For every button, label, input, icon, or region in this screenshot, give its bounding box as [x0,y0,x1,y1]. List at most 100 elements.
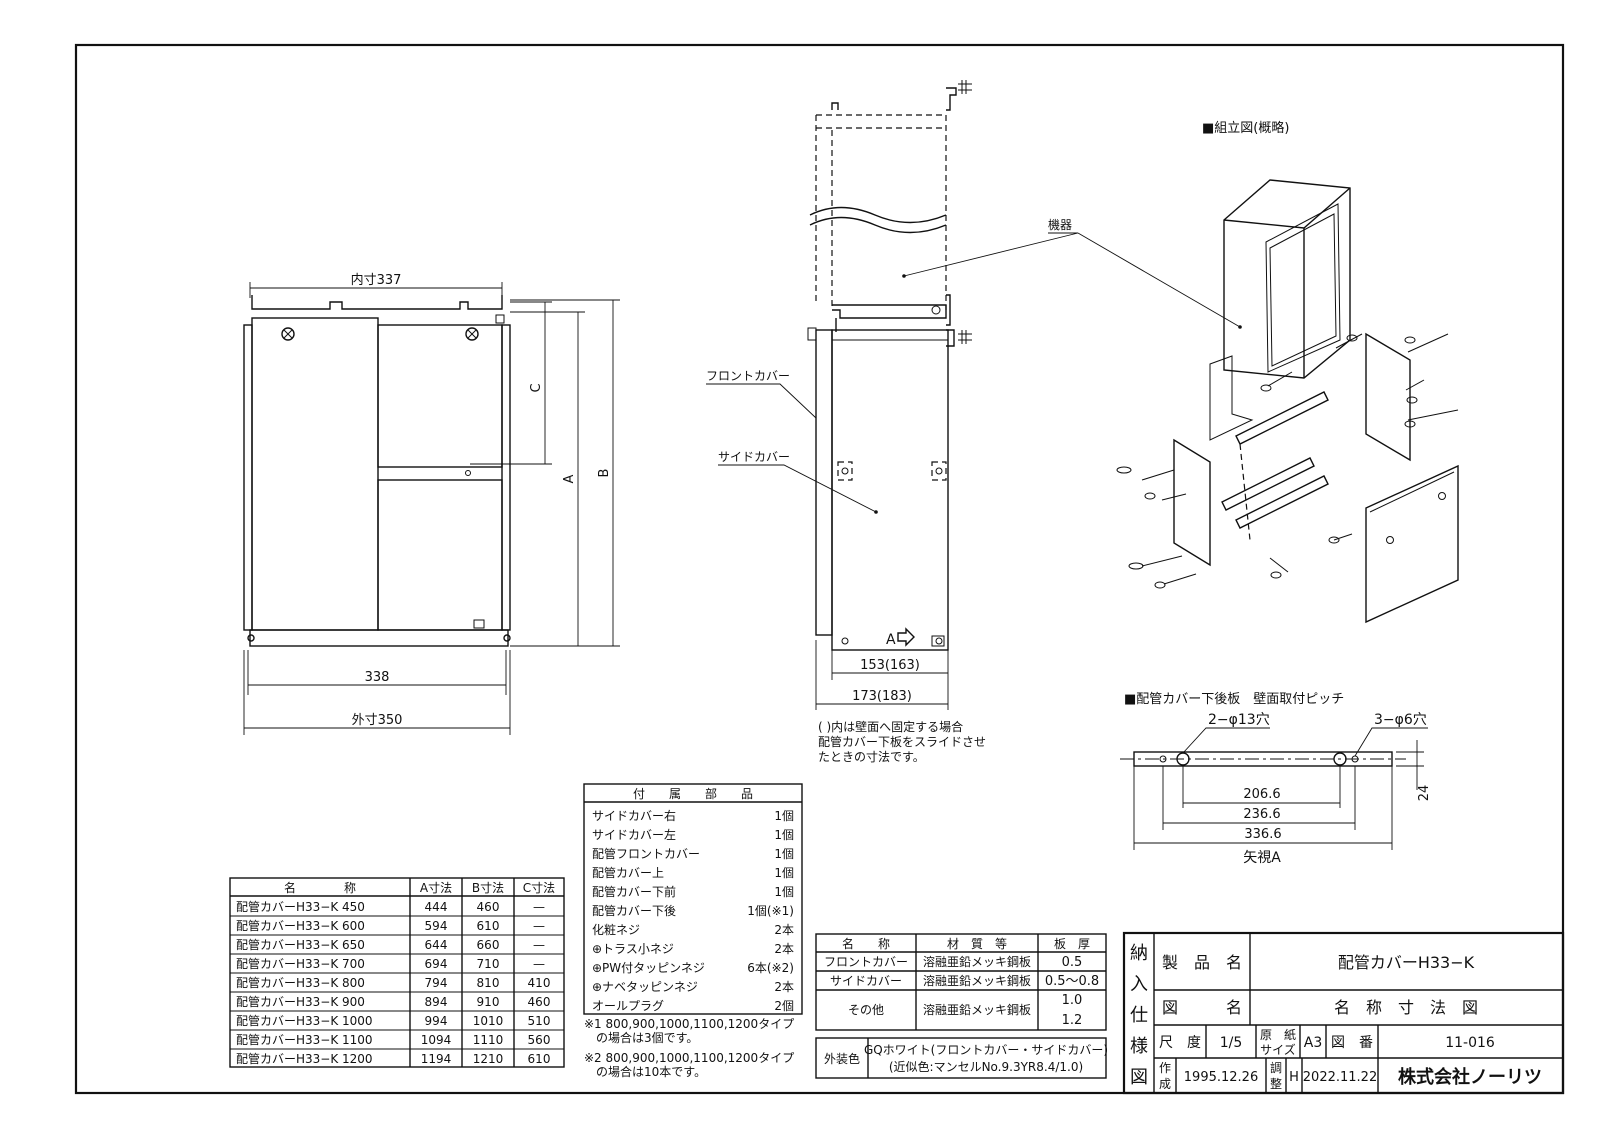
accessory-name-9: ⊕PW付タッピンネジ [592,961,705,975]
model-cell-1-3: 460 [477,900,500,914]
product-name: 配管カバーH33−K [1338,953,1475,972]
model-cell-7-3: 1010 [473,1014,504,1028]
model-cell-3-4: — [533,938,545,952]
materials-table: 名 称 材 質 等 板 厚 フロントカバー 溶融亜鉛メッキ鋼板 0.5 サイドカ… [815,933,1108,1079]
accessory-qty-10: 2本 [774,980,794,994]
model-cell-5-3: 810 [477,976,500,990]
mat-row-1-thickness: 0.5 [1062,955,1083,970]
assembly-view: ■組立図(概略) [1116,120,1459,624]
models-header-a: A寸法 [420,881,452,895]
mat-row-3-thickness-2: 1.2 [1062,1013,1083,1028]
side-note-1: ( )内は壁面へ固定する場合 [818,719,963,734]
accessory-name-8: ⊕トラス小ネジ [592,942,674,956]
side-label-4: 様 [1130,1036,1148,1057]
dim-inner-width: 内寸337 [351,272,402,288]
model-cell-1-4: — [533,900,545,914]
view-arrow-icon [897,627,915,647]
drawing-name: 名 称 寸 法 図 [1334,998,1478,1017]
model-cell-4-1: 配管カバーH33−K 700 [236,956,365,971]
accessory-name-11: オールプラグ [592,999,664,1013]
accessory-name-6: 配管カバー下後 [592,903,676,918]
model-cell-6-4: 460 [528,995,551,1009]
front-view: 内寸337 338 外寸350 C A B [243,272,620,735]
title-block: 納 入 仕 様 図 製 品 名 配管カバーH33−K 図 名 名 称 寸 法 図… [1122,931,1565,1095]
model-cell-4-3: 710 [477,957,500,971]
paper-label-2: サイズ [1260,1042,1296,1057]
created-label-1: 作 [1159,1061,1171,1075]
accessory-name-3: 配管フロントカバー [592,846,700,861]
acc-note-4: の場合は10本です。 [596,1064,706,1079]
side-label-3: 仕 [1130,1005,1148,1026]
dim-outer-width: 外寸350 [352,713,403,728]
model-cell-5-2: 794 [425,976,448,990]
drawing-no-label: 図 番 [1331,1035,1373,1051]
side-note-3: たときの寸法です。 [818,750,925,764]
side-view: A フロントカバー サイドカバー 機器 153(163) 173(183) ( … [706,80,1242,764]
pitch-d3: 336.6 [1244,827,1281,842]
mat-header-name: 名 称 [842,936,890,951]
model-cell-3-2: 644 [425,938,448,952]
dim-153: 153(163) [860,658,920,673]
side-note-2: 配管カバー下板をスライドさせ [818,734,986,749]
mat-header-material: 材 質 等 [947,936,1007,951]
accessory-qty-3: 1個 [774,847,794,861]
model-cell-7-2: 994 [425,1014,448,1028]
finish-line-2: (近似色:マンセルNo.9.3YR8.4/1.0) [889,1060,1083,1074]
accessory-qty-11: 2個 [774,999,794,1013]
models-header-c: C寸法 [523,881,555,895]
model-cell-2-2: 594 [425,919,448,933]
scale-label: 尺 度 [1159,1035,1201,1051]
label-front-cover: フロントカバー [706,369,790,383]
model-cell-2-4: — [533,919,545,933]
pitch-d1: 206.6 [1243,787,1280,802]
pitch-d2: 236.6 [1243,807,1280,822]
model-cell-8-3: 1110 [473,1033,504,1047]
revision-mark: H [1289,1070,1299,1085]
model-cell-4-2: 694 [425,957,448,971]
model-cell-3-3: 660 [477,938,500,952]
model-cell-8-2: 1094 [421,1033,452,1047]
created-label-2: 成 [1159,1077,1171,1091]
dim-a-label: A [562,474,577,483]
models-header-name: 名 称 [284,880,356,895]
accessory-qty-4: 1個 [774,866,794,880]
finish-line-1: GQホワイト(フロントカバー・サイドカバー) [864,1043,1108,1057]
model-cell-2-3: 610 [477,919,500,933]
model-cell-1-2: 444 [425,900,448,914]
accessory-name-10: ⊕ナベタッピンネジ [592,980,698,994]
hole-big-label: 2−φ13穴 [1208,712,1270,728]
mat-row-3-name: その他 [848,1003,884,1017]
mat-row-2-material: 溶融亜鉛メッキ鋼板 [923,973,1031,988]
mat-row-2-name: サイドカバー [830,974,902,988]
acc-note-3: ※2 800,900,1000,1100,1200タイプ [584,1051,794,1065]
label-side-cover: サイドカバー [718,450,790,464]
pitch-title: ■配管カバー下後板 壁面取付ピッチ [1124,692,1344,707]
dim-338: 338 [365,670,390,685]
dim-b-label: B [597,469,612,478]
paper-size: A3 [1304,1035,1322,1051]
accessories-header: 付 属 部 品 [633,786,753,801]
accessory-name-2: サイドカバー左 [592,827,676,842]
model-cell-5-4: 410 [528,976,551,990]
model-cell-9-3: 1210 [473,1052,504,1066]
accessory-qty-2: 1個 [774,828,794,842]
sheet-frame [74,43,1565,1095]
mat-row-1-material: 溶融亜鉛メッキ鋼板 [923,954,1031,969]
side-label-5: 図 [1130,1067,1148,1088]
accessory-name-7: 化粧ネジ [592,923,640,937]
model-cell-7-4: 510 [528,1014,551,1028]
accessory-qty-6: 1個(※1) [747,904,794,918]
model-cell-9-1: 配管カバーH33−K 1200 [236,1051,373,1066]
model-cell-9-4: 610 [528,1052,551,1066]
scale-value: 1/5 [1220,1035,1243,1051]
pitch-view: ■配管カバー下後板 壁面取付ピッチ 2−φ13穴 3−φ6穴 206.6 236… [1120,692,1432,866]
mat-row-3-thickness: 1.0 [1062,993,1083,1008]
accessory-qty-8: 2本 [774,942,794,956]
model-cell-2-1: 配管カバーH33−K 600 [236,918,365,933]
model-cell-6-2: 894 [425,995,448,1009]
dim-173: 173(183) [852,689,912,704]
accessory-name-5: 配管カバー下前 [592,884,676,899]
model-cell-6-1: 配管カバーH33−K 900 [236,994,365,1009]
